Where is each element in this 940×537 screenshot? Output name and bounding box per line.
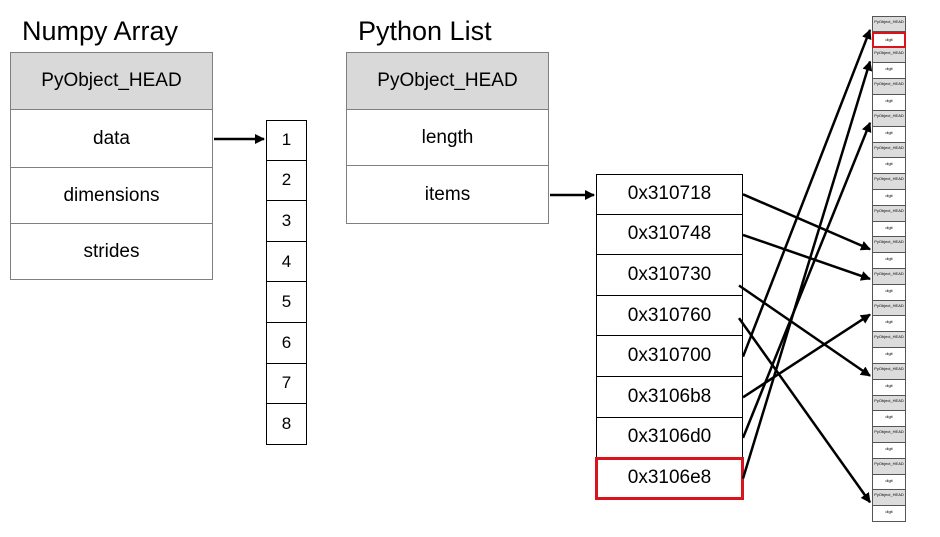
data-value-cell: 5: [266, 282, 307, 323]
memory-object-head: PyObject_HEAD: [872, 395, 906, 412]
pointer-to-object-arrow: [741, 28, 872, 358]
pointer-cell: 0x3106d0: [596, 417, 743, 459]
numpy-array-title: Numpy Array: [22, 16, 179, 46]
python-list-field-items: items: [346, 166, 549, 224]
memory-object-head: PyObject_HEAD: [872, 300, 906, 317]
memory-object-digit: digit: [872, 221, 906, 238]
numpy-field-dimensions: dimensions: [10, 168, 213, 224]
memory-object-digit: digit: [872, 63, 906, 80]
numpy-field-data: data: [10, 110, 213, 168]
memory-object-head: PyObject_HEAD: [872, 490, 906, 507]
data-value-cell: 2: [266, 160, 307, 202]
data-value-cell: 8: [266, 404, 307, 445]
numpy-field-strides: strides: [10, 224, 213, 280]
pointer-cell-highlighted: 0x3106e8: [595, 457, 744, 500]
memory-object-head: PyObject_HEAD: [872, 110, 906, 127]
data-value-cell: 3: [266, 201, 307, 242]
memory-object-digit-highlighted: digit: [872, 31, 906, 48]
memory-object-digit: digit: [872, 126, 906, 143]
memory-object-digit: digit: [872, 253, 906, 269]
memory-object-head: PyObject_HEAD: [872, 237, 906, 254]
memory-object-digit: digit: [872, 348, 906, 364]
pointer-cell: 0x310748: [596, 214, 743, 256]
pointer-to-object-arrow: [737, 317, 872, 504]
memory-object-head: PyObject_HEAD: [872, 79, 906, 96]
memory-object-head: PyObject_HEAD: [872, 427, 906, 443]
pointer-cell: 0x310760: [596, 295, 743, 337]
data-value-cell: 7: [266, 363, 307, 405]
pointer-cell: 0x310700: [596, 336, 743, 377]
numpy-field-pyobject-head: PyObject_HEAD: [10, 52, 213, 110]
memory-object-head: PyObject_HEAD: [872, 142, 906, 159]
pointer-to-object-arrow: [742, 233, 871, 281]
memory-object-digit: digit: [872, 189, 906, 206]
pointer-cell: 0x310730: [596, 255, 743, 296]
memory-object-digit: digit: [872, 95, 906, 111]
data-value-cell: 4: [266, 241, 307, 283]
memory-object-head: PyObject_HEAD: [872, 332, 906, 349]
pointer-cell: 0x3106b8: [596, 377, 743, 418]
pointer-to-object-arrow: [741, 121, 872, 439]
pointer-to-object-arrow: [742, 313, 871, 399]
memory-object-head: PyObject_HEAD: [872, 458, 906, 475]
data-value-cell: 6: [266, 323, 307, 364]
memory-object-digit: digit: [872, 474, 906, 491]
python-list-field-pyobject-head: PyObject_HEAD: [346, 52, 549, 110]
memory-object-head: PyObject_HEAD: [872, 205, 906, 222]
memory-object-digit: digit: [872, 158, 906, 175]
pointer-to-object-arrow: [742, 193, 871, 251]
memory-object-digit: digit: [872, 316, 906, 333]
memory-object-digit: digit: [872, 442, 906, 459]
memory-object-head: PyObject_HEAD: [872, 174, 906, 190]
memory-object-digit: digit: [872, 506, 906, 522]
python-list-field-length: length: [346, 110, 549, 166]
memory-object-head: PyObject_HEAD: [872, 363, 906, 380]
memory-object-head: PyObject_HEAD: [872, 47, 906, 64]
data-value-cell: 1: [266, 120, 307, 161]
memory-object-digit: digit: [872, 411, 906, 428]
pointer-to-object-arrow: [738, 284, 871, 377]
python-list-title: Python List: [358, 16, 492, 46]
pointer-to-object-arrow: [741, 60, 873, 479]
memory-object-digit: digit: [872, 379, 906, 396]
memory-object-head: PyObject_HEAD: [872, 16, 906, 32]
memory-object-digit: digit: [872, 284, 906, 301]
memory-object-head: PyObject_HEAD: [872, 269, 906, 285]
pointer-cell: 0x310718: [596, 174, 743, 215]
